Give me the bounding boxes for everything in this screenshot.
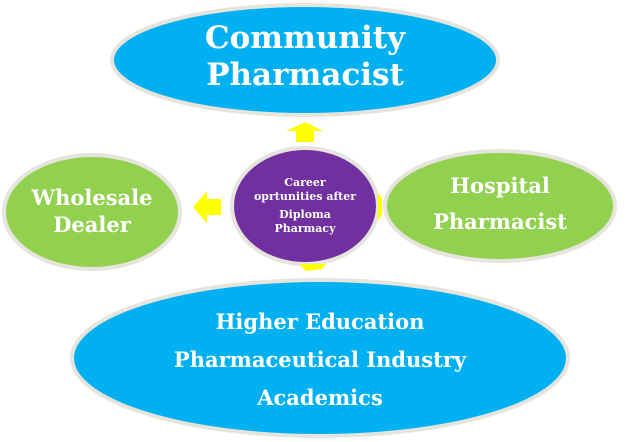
label-line: Diploma	[279, 208, 331, 221]
label-line: oprtunities after	[253, 190, 357, 203]
label-line: Academics	[257, 385, 383, 410]
label-line: Wholesale	[31, 185, 153, 210]
arrow-left-icon	[193, 191, 221, 223]
community-pharmacist-label: Community Pharmacist	[205, 20, 405, 94]
hospital-pharmacist-node	[383, 149, 617, 263]
higher-education-node	[70, 278, 570, 438]
label-line: Pharmaceutical Industry	[173, 347, 467, 372]
wholesale-dealer-node	[2, 153, 182, 271]
arrow-right-icon	[378, 192, 382, 221]
arrow-down-icon	[299, 264, 326, 271]
community-pharmacist-node	[110, 3, 500, 117]
arrow-up-icon	[286, 122, 323, 142]
label-line: Pharmacy	[274, 222, 336, 235]
label-line: Hospital	[450, 173, 550, 198]
label-line: Higher Education	[215, 309, 425, 334]
label-line: Pharmacist	[433, 209, 567, 234]
label-line: Pharmacist	[206, 57, 404, 93]
hospital-pharmacist-label: Hospital Pharmacist	[433, 168, 567, 240]
center-label: Career oprtunities after Diploma Pharmac…	[254, 176, 356, 236]
label-line: Career	[284, 176, 326, 189]
wholesale-dealer-label: Wholesale Dealer	[32, 184, 153, 238]
higher-education-label: Higher Education Pharmaceutical Industry…	[174, 303, 466, 417]
label-line: Dealer	[53, 212, 131, 237]
label-line: Community	[204, 20, 406, 56]
